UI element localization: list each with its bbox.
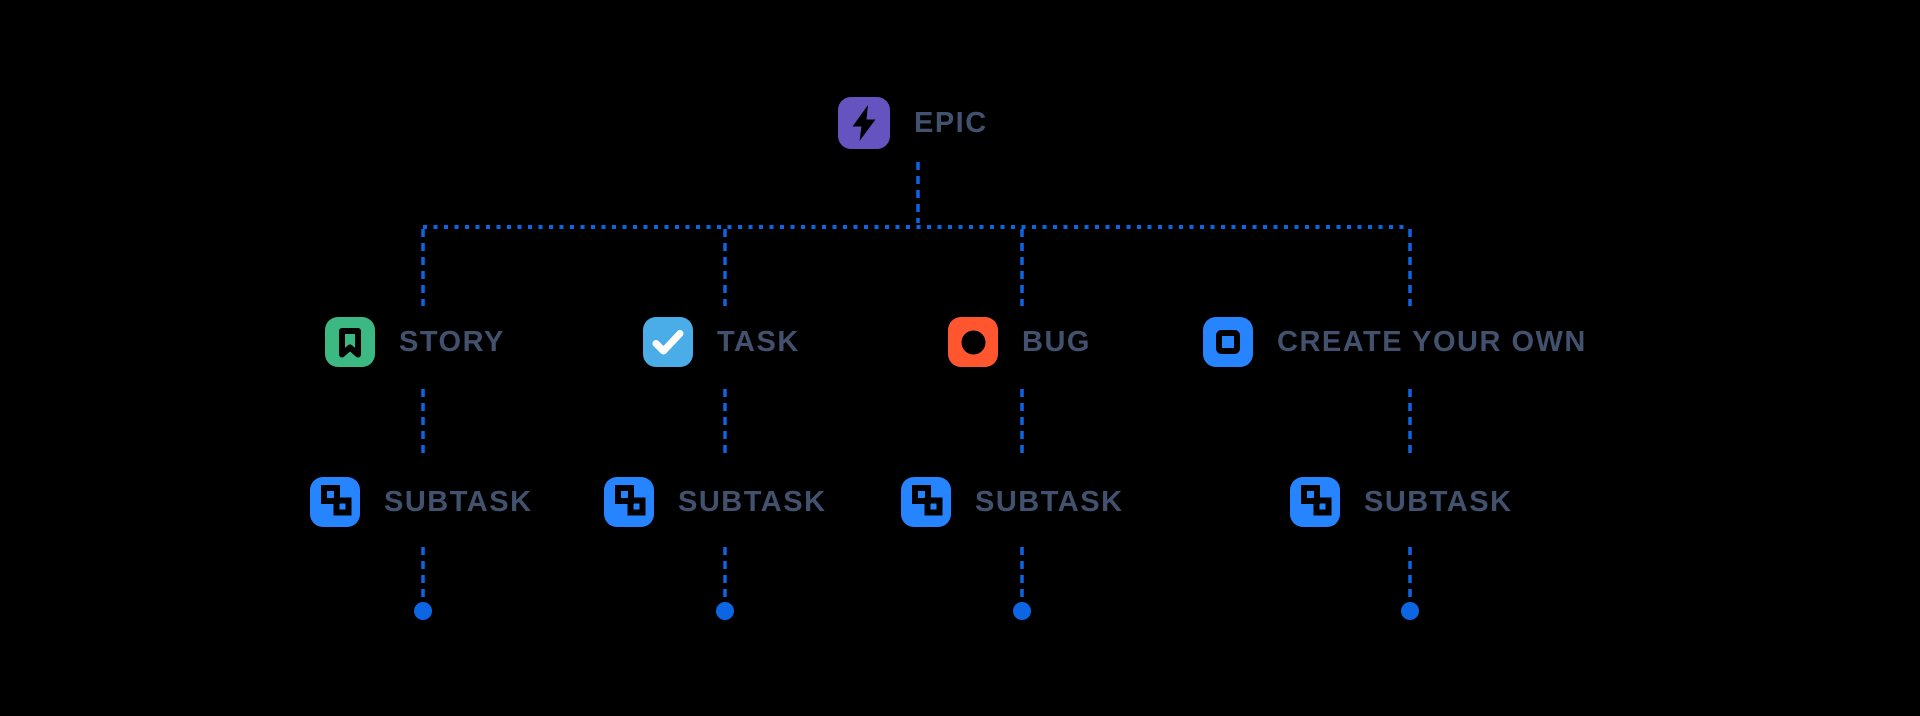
node-subtask-3: SUBTASK (901, 477, 1124, 527)
node-create-your-own: CREATE YOUR OWN (1203, 317, 1587, 367)
node-task: TASK (643, 317, 800, 367)
bug-label: BUG (1022, 326, 1091, 358)
story-label: STORY (399, 326, 505, 358)
epic-label: EPIC (914, 107, 988, 139)
story-bookmark-icon (325, 317, 375, 367)
bug-circle-icon (948, 317, 998, 367)
terminal-dot (1401, 602, 1419, 620)
node-subtask-4: SUBTASK (1290, 477, 1513, 527)
node-epic: EPIC (838, 97, 988, 149)
subtask-label: SUBTASK (678, 486, 827, 518)
node-bug: BUG (948, 317, 1091, 367)
subtask-icon (1290, 477, 1340, 527)
subtask-icon (604, 477, 654, 527)
terminal-dot (414, 602, 432, 620)
subtask-icon (310, 477, 360, 527)
node-story: STORY (325, 317, 505, 367)
terminal-dot (1013, 602, 1031, 620)
create-your-own-label: CREATE YOUR OWN (1277, 326, 1587, 358)
subtask-icon (901, 477, 951, 527)
node-subtask-2: SUBTASK (604, 477, 827, 527)
task-label: TASK (717, 326, 800, 358)
epic-lightning-icon (838, 97, 890, 149)
task-check-icon (643, 317, 693, 367)
terminal-dot (716, 602, 734, 620)
subtask-label: SUBTASK (975, 486, 1124, 518)
custom-square-icon (1203, 317, 1253, 367)
node-subtask-1: SUBTASK (310, 477, 533, 527)
subtask-label: SUBTASK (1364, 486, 1513, 518)
subtask-label: SUBTASK (384, 486, 533, 518)
